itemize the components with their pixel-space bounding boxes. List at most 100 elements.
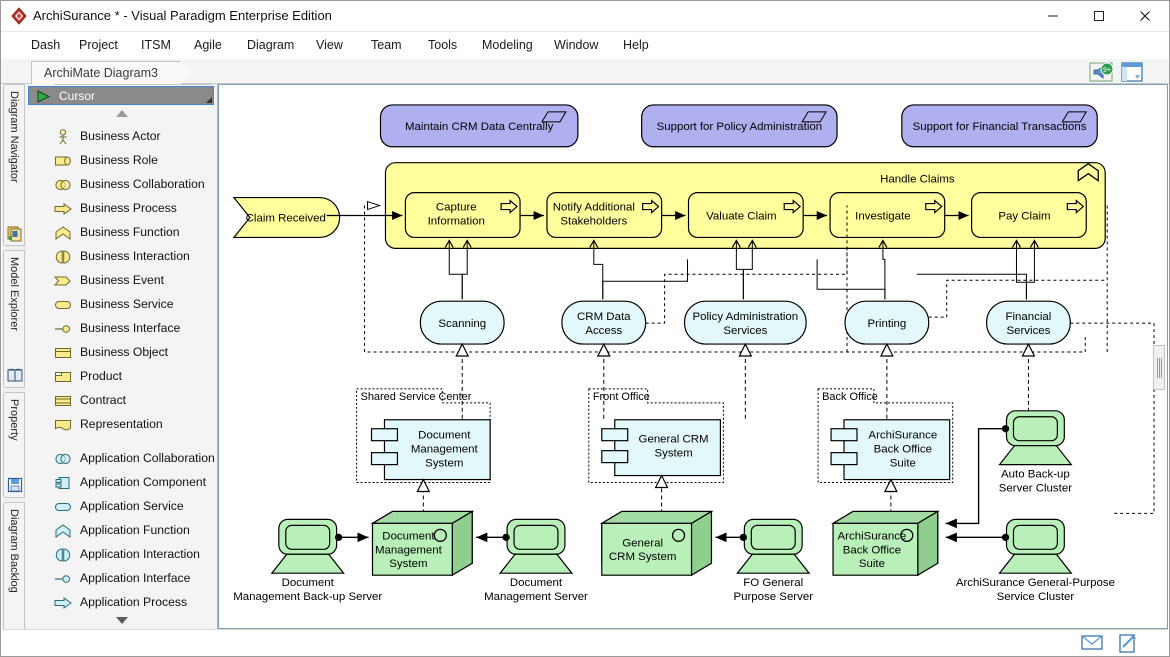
palette-item-business-actor[interactable]: Business Actor [28,125,214,149]
menu-agile[interactable]: Agile [194,38,222,52]
palette-item-label: Application Process [80,595,188,609]
palette-item-label: Business Interaction [80,249,190,263]
application-component-dms[interactable]: Document Management System [370,419,491,481]
element-label-line1: Financial [1006,311,1052,323]
node-document-management-system[interactable]: Document Management System [370,510,475,577]
palette-item-business-process[interactable]: Business Process [28,197,214,221]
diagram-canvas-area[interactable]: Maintain CRM Data Centrally Support for … [218,84,1168,629]
window-layout-icon[interactable] [1119,61,1145,83]
application-interface-icon [54,571,72,587]
palette-resize-grip[interactable] [206,97,212,103]
property-icon [6,476,24,494]
menu-dash[interactable]: Dash [31,38,61,52]
palette-item-application-interface[interactable]: Application Interface [28,567,214,591]
archimate-diagram[interactable]: Maintain CRM Data Centrally Support for … [219,85,1167,628]
canvas-vertical-scrollbar[interactable] [1153,345,1165,390]
note-edit-icon[interactable] [1116,633,1144,653]
business-process-notify-stakeholders[interactable]: Notify Additional Stakeholders [546,192,663,239]
palette-item-product[interactable]: Product [28,365,214,389]
palette-item-contract[interactable]: Contract [28,389,214,413]
business-service-financial-transactions[interactable]: Support for Financial Transactions [901,104,1098,148]
element-label-line2: Back Office [874,444,932,456]
palette-item-business-service[interactable]: Business Service [28,293,214,317]
palette-item-application-component[interactable]: Application Component [28,471,214,495]
palette-item-business-interaction[interactable]: Business Interaction [28,245,214,269]
dock-tab-property[interactable]: Property [3,392,25,498]
business-process-icon [783,199,802,214]
element-label-line2: Back Office [843,544,901,556]
palette-item-business-collaboration[interactable]: Business Collaboration [28,173,214,197]
menu-diagram[interactable]: Diagram [247,38,295,52]
menu-help[interactable]: Help [623,38,649,52]
application-service-printing[interactable]: Printing [844,300,930,345]
menu-modeling[interactable]: Modeling [482,38,533,52]
palette-scroll-up-button[interactable] [26,107,217,121]
element-label: Maintain CRM Data Centrally [405,121,554,133]
notification-megaphone-icon[interactable]: 9+ [1089,61,1115,83]
palette-cursor-label: Cursor [59,89,96,103]
group-front-office[interactable]: Front Office [588,388,724,484]
tab-archimate-diagram3[interactable]: ArchiMate Diagram3 [31,61,191,85]
group-back-office[interactable]: Back Office [817,388,954,484]
device-document-management-server[interactable]: Document Management Server [484,518,588,603]
business-process-valuate-claim[interactable]: Valuate Claim [687,192,804,239]
menu-window[interactable]: Window [554,38,599,52]
business-process-investigate[interactable]: Investigate [829,192,946,239]
mail-icon[interactable] [1080,633,1108,653]
palette-item-application-service[interactable]: Application Service [28,495,214,519]
element-label-line3: System [425,458,463,470]
palette-item-representation[interactable]: Representation [28,413,214,437]
palette-item-application-process[interactable]: Application Process [28,591,214,615]
element-label-line2: Services [1006,325,1050,337]
palette-item-application-collaboration[interactable]: Application Collaboration [28,447,215,471]
business-process-pay-claim[interactable]: Pay Claim [971,192,1087,239]
business-service-policy-admin[interactable]: Support for Policy Administration [641,104,838,148]
node-general-crm-system[interactable]: General CRM System [599,510,714,577]
palette-item-business-interface[interactable]: Business Interface [28,317,214,341]
palette-item-business-role[interactable]: Business Role [28,149,214,173]
dock-tab-diagram-backlog[interactable]: Diagram Backlog [3,502,25,648]
application-service-policy-admin-services[interactable]: Policy Administration Services [683,300,807,345]
serving-relations [448,241,1035,300]
device-fo-general-purpose-server[interactable]: FO General Purpose Server [733,518,813,603]
menu-team[interactable]: Team [371,38,402,52]
dock-tab-diagram-navigator[interactable]: Diagram Navigator [3,84,25,246]
palette-item-application-function[interactable]: Application Function [28,519,214,543]
maximize-button[interactable] [1076,1,1122,31]
palette-item-business-object[interactable]: Business Object [28,341,214,365]
application-service-crm-data-access[interactable]: CRM Data Access [561,300,647,345]
application-service-scanning[interactable]: Scanning [419,300,505,345]
element-label: Handle Claims [880,174,955,186]
device-document-management-backup-server[interactable]: Document Management Back-up Server [233,518,382,603]
node-archisurance-back-office-suite[interactable]: ArchiSurance Back Office Suite [830,510,940,577]
menu-itsm[interactable]: ITSM [141,38,171,52]
product-icon [54,369,72,385]
palette-item-application-interaction[interactable]: Application Interaction [28,543,214,567]
business-service-maintain-crm[interactable]: Maintain CRM Data Centrally [379,104,579,148]
menu-tools[interactable]: Tools [428,38,458,52]
palette-item-business-event[interactable]: Business Event [28,269,214,293]
device-auto-backup-server-cluster[interactable]: Auto Back-up Server Cluster [998,410,1073,495]
menu-project[interactable]: Project [79,38,118,52]
palette-scroll-down-button[interactable] [26,613,217,629]
window-title: ArchiSurance * - Visual Paradigm Enterpr… [33,8,332,23]
svg-text:9+: 9+ [1103,67,1111,74]
close-button[interactable] [1122,1,1168,31]
dock-tab-model-explorer[interactable]: Model Explorer [3,250,25,388]
palette-item-cursor[interactable]: Cursor [28,86,214,105]
element-label-line2: System [654,448,692,460]
business-process-capture-information[interactable]: Capture Information [404,192,521,239]
application-component-archisurance-back-office[interactable]: ArchiSurance Back Office Suite [830,419,951,481]
business-event-claim-received[interactable]: Claim Received [232,196,341,239]
group-shared-service-center[interactable]: Shared Service Center [356,388,491,484]
minimize-button[interactable] [1030,1,1076,31]
tab-strip: ArchiMate Diagram3 9+ [1,59,1169,85]
device-archisurance-general-purpose-service-cluster[interactable]: ArchiSurance General-Purpose Service Clu… [956,518,1115,603]
application-function-icon [54,523,72,539]
palette-item-business-function[interactable]: Business Function [28,221,214,245]
application-service-financial-services[interactable]: Financial Services [985,300,1071,345]
palette-item-label: Business Service [80,297,174,311]
application-service-icon [54,499,72,515]
application-component-general-crm[interactable]: General CRM System [601,419,722,477]
menu-view[interactable]: View [316,38,343,52]
